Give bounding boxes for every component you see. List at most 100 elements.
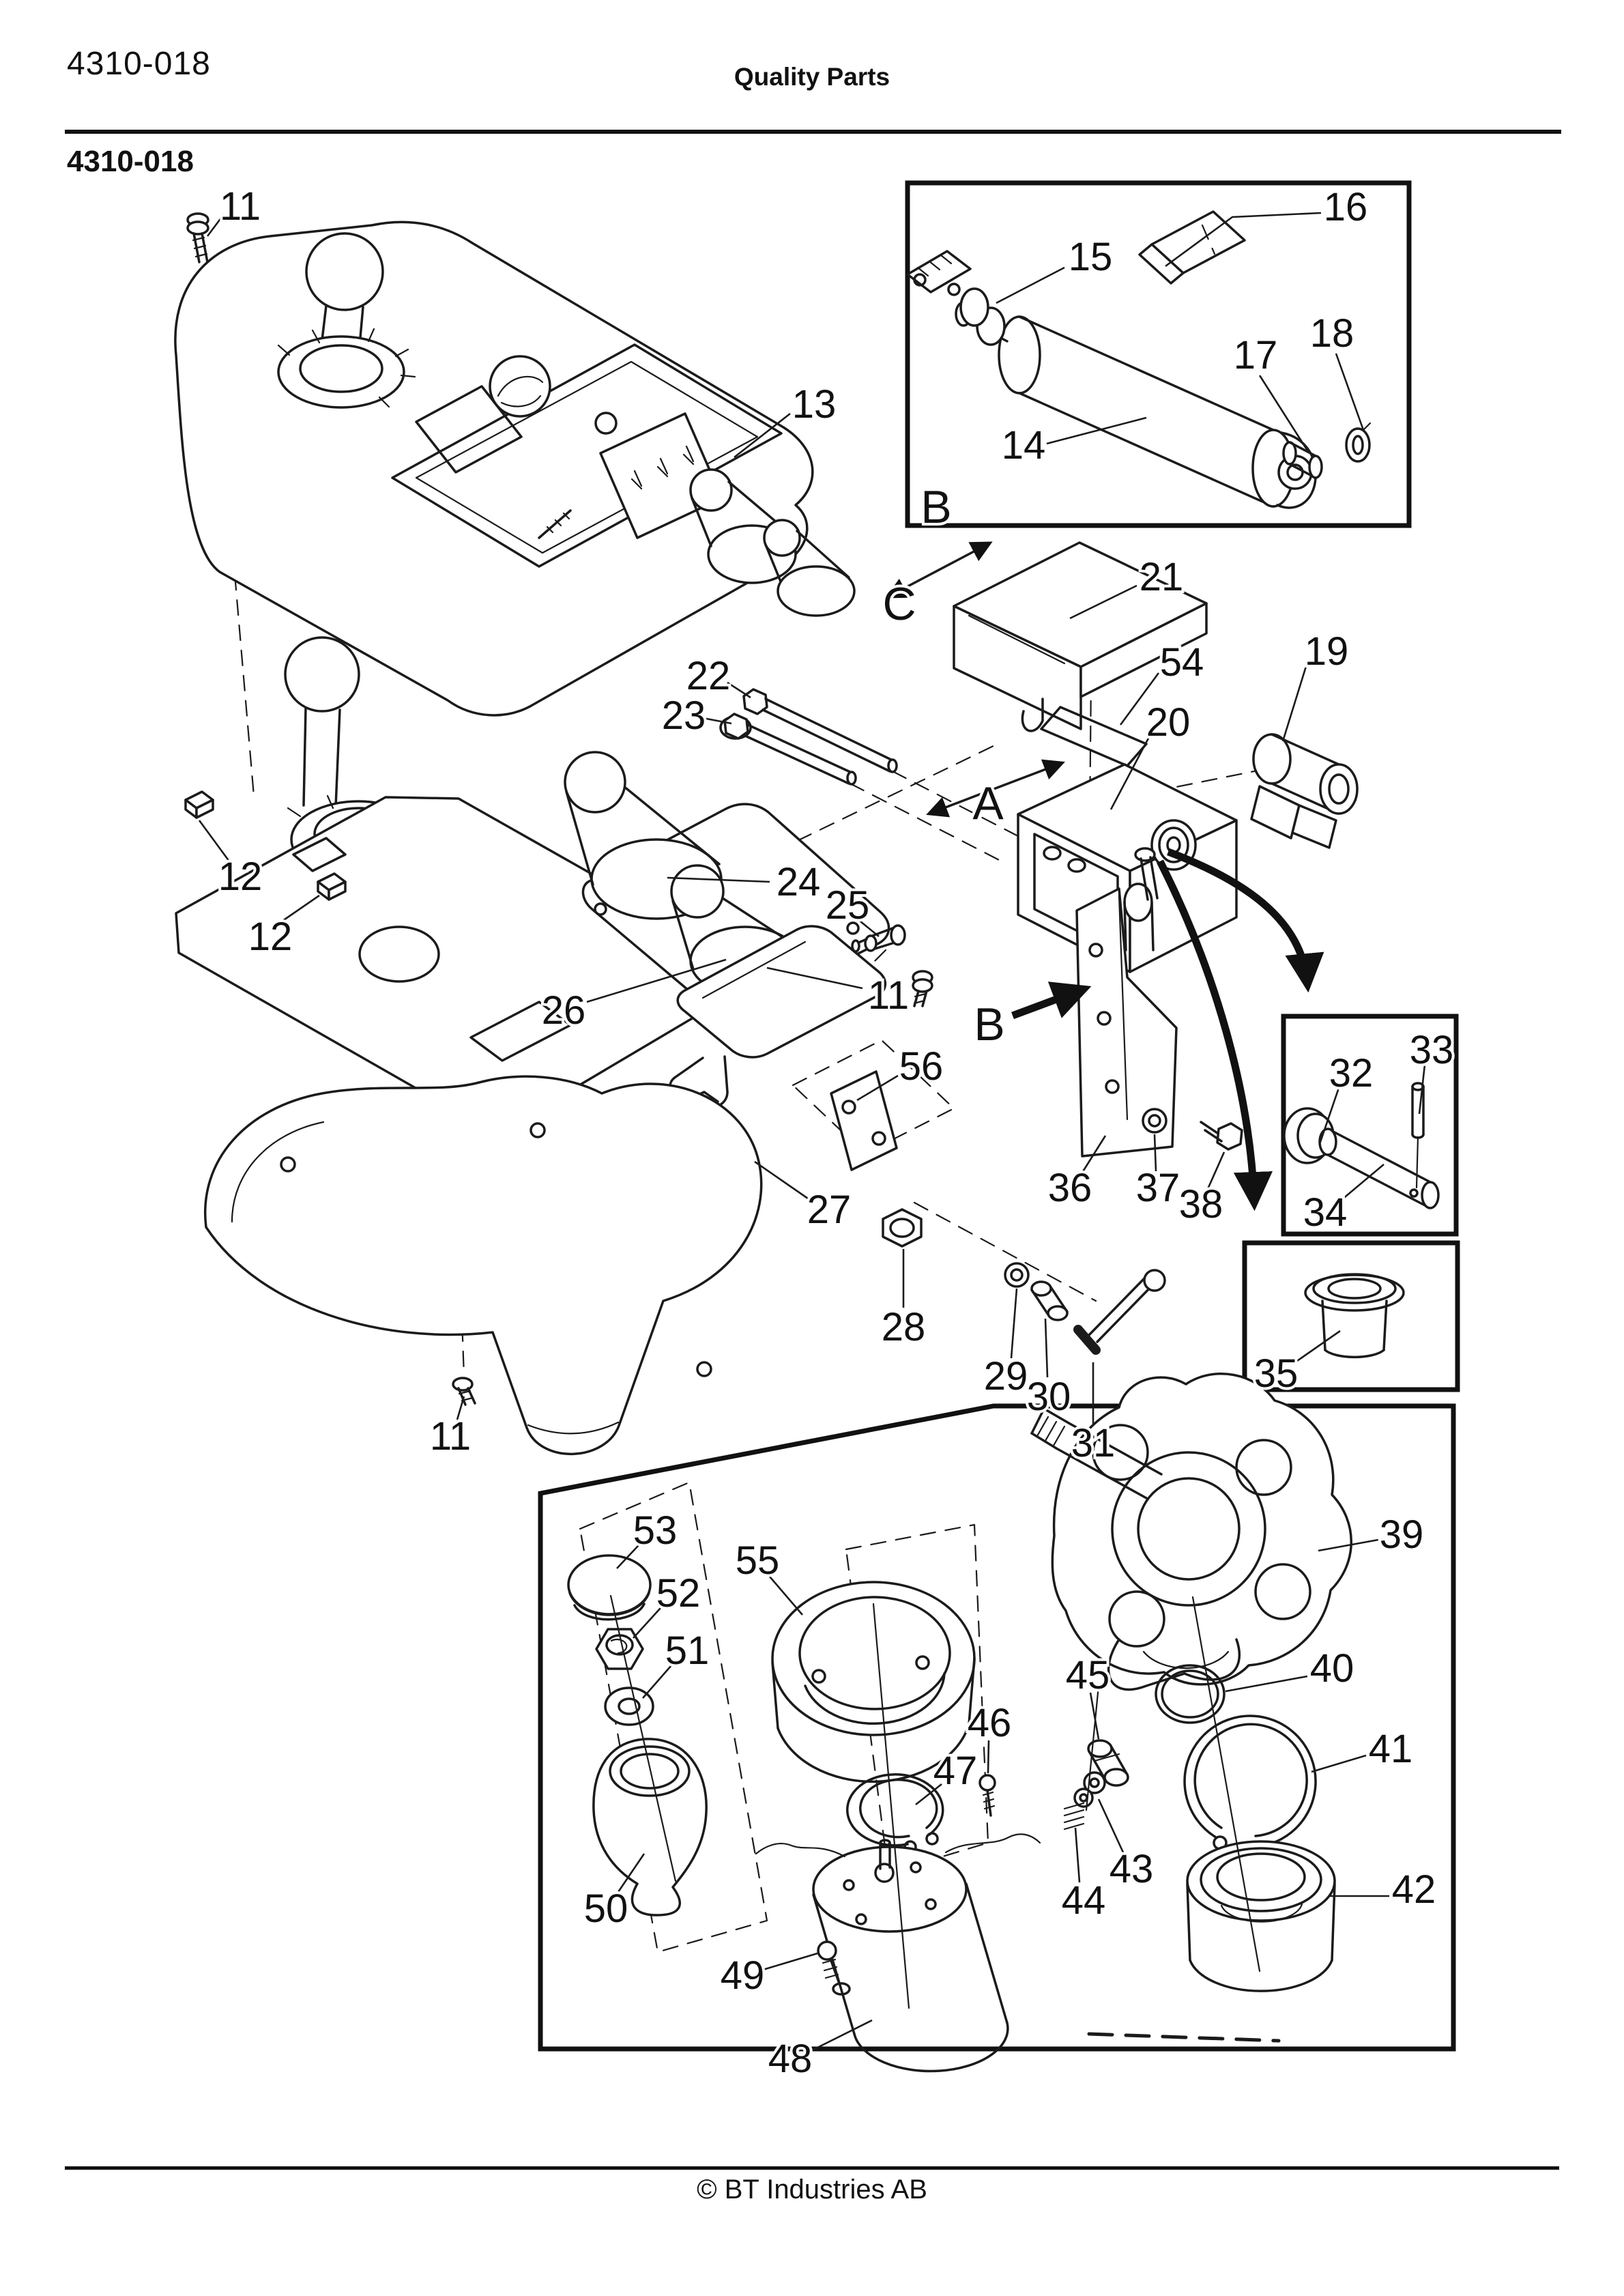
leader-line: [617, 1853, 646, 1893]
part-label-51: 51: [665, 1628, 710, 1673]
leader-line: [1225, 1675, 1308, 1693]
leader-line: [1311, 1754, 1367, 1773]
leader-line: [1069, 584, 1137, 620]
leader-line: [1119, 672, 1160, 726]
part-label-43: 43: [1110, 1847, 1154, 1891]
cover-21: [953, 541, 1208, 732]
footer-copyright: © BT Industries AB: [697, 2175, 927, 2205]
leader-line: [667, 876, 770, 883]
leader-line: [616, 1545, 639, 1569]
part-label-42: 42: [1392, 1867, 1436, 1912]
part-label-11: 11: [868, 973, 909, 1018]
part-label-20: 20: [1146, 700, 1191, 745]
leader-line: [633, 1607, 661, 1639]
leader-line: [996, 266, 1065, 304]
part-label-39: 39: [1380, 1512, 1424, 1557]
fasteners-28-31: [882, 1208, 1166, 1355]
mounting-plate-assembly: [175, 636, 740, 1115]
bracket-19: [1250, 733, 1359, 849]
console-assembly-13: [174, 220, 856, 717]
leader-line: [856, 1074, 899, 1102]
bracket-36-fasteners: [1075, 847, 1243, 1158]
part-label-54: 54: [1160, 640, 1204, 685]
leader-line: [1010, 1288, 1018, 1359]
part-label-56: 56: [899, 1044, 944, 1089]
leader-line: [1318, 1087, 1340, 1145]
inset-detail-32-34: [1281, 1014, 1459, 1237]
cover-27: [204, 1075, 763, 1456]
section-number: 4310-018: [67, 145, 194, 178]
part-label-12: 12: [248, 915, 293, 959]
leader-line: [856, 917, 880, 938]
part-label-38: 38: [1179, 1182, 1223, 1226]
leader-line: [734, 412, 791, 459]
leader-line: [1074, 1827, 1081, 1883]
leader-line: [762, 1952, 818, 1971]
leader-line: [1335, 353, 1365, 431]
part-label-16: 16: [1324, 185, 1368, 229]
part-label-15: 15: [1069, 235, 1113, 279]
header-rule: [65, 130, 1561, 134]
part-label-36: 36: [1048, 1166, 1092, 1210]
part-label-30: 30: [1027, 1375, 1071, 1419]
part-label-48: 48: [768, 2037, 813, 2081]
part-label-25: 25: [826, 883, 870, 928]
bottom-assembly-box: [538, 1373, 1456, 2073]
leader-line: [456, 1396, 465, 1420]
inset-detail-32-34-frame: [1281, 1014, 1459, 1237]
leader-line: [727, 681, 751, 699]
part-label-27: 27: [807, 1188, 852, 1232]
part-label-19: 19: [1305, 629, 1349, 674]
leader-line: [1281, 661, 1309, 742]
part-label-26: 26: [542, 988, 586, 1033]
leader-line: [1097, 1798, 1125, 1853]
part-label-24: 24: [777, 860, 821, 904]
leader-line: [1044, 1318, 1049, 1378]
part-label-13: 13: [792, 382, 837, 427]
leader-line: [702, 717, 732, 725]
leader-line: [1206, 1151, 1226, 1190]
part-label-47: 47: [933, 1749, 978, 1793]
page-title: Quality Parts: [734, 63, 890, 91]
view-letter-C: C: [882, 578, 916, 630]
part-label-28: 28: [882, 1305, 926, 1349]
leader-line: [198, 820, 231, 862]
leader-line: [754, 1160, 809, 1200]
leader-line: [206, 214, 225, 237]
leader-line: [1418, 1064, 1426, 1115]
view-letter-B: B: [920, 481, 951, 533]
part-label-12: 12: [218, 855, 263, 899]
part-label-33: 33: [1410, 1028, 1454, 1072]
leader-line: [987, 1740, 990, 1774]
leader-line: [1165, 212, 1322, 268]
part-label-14: 14: [1002, 423, 1046, 468]
part-label-52: 52: [656, 1571, 701, 1616]
part-label-17: 17: [1234, 333, 1278, 377]
leader-line: [811, 2019, 873, 2052]
part-label-40: 40: [1310, 1646, 1354, 1691]
view-direction-arrows: [885, 541, 1065, 818]
part-label-18: 18: [1310, 311, 1354, 356]
part-label-29: 29: [984, 1354, 1028, 1398]
leader-line: [1258, 375, 1309, 451]
part-label-50: 50: [584, 1886, 628, 1931]
part-label-11: 11: [430, 1414, 471, 1459]
document-number: 4310-018: [67, 46, 211, 82]
view-letter-B: B: [974, 999, 1004, 1050]
leader-line: [1089, 1692, 1100, 1740]
inset-detail-35: [1242, 1240, 1460, 1392]
part-label-31: 31: [1071, 1421, 1116, 1465]
part-label-21: 21: [1140, 555, 1184, 599]
inset-view-B-frame: [905, 180, 1412, 528]
part-label-41: 41: [1369, 1727, 1413, 1771]
part-label-22: 22: [686, 654, 731, 698]
leader-line: [1341, 1164, 1384, 1201]
part-label-34: 34: [1303, 1190, 1348, 1235]
part-label-11: 11: [220, 184, 261, 229]
leader-line: [642, 1665, 672, 1699]
leader-line: [915, 1783, 942, 1806]
leader-line: [1318, 1538, 1379, 1552]
part-label-23: 23: [662, 693, 706, 738]
